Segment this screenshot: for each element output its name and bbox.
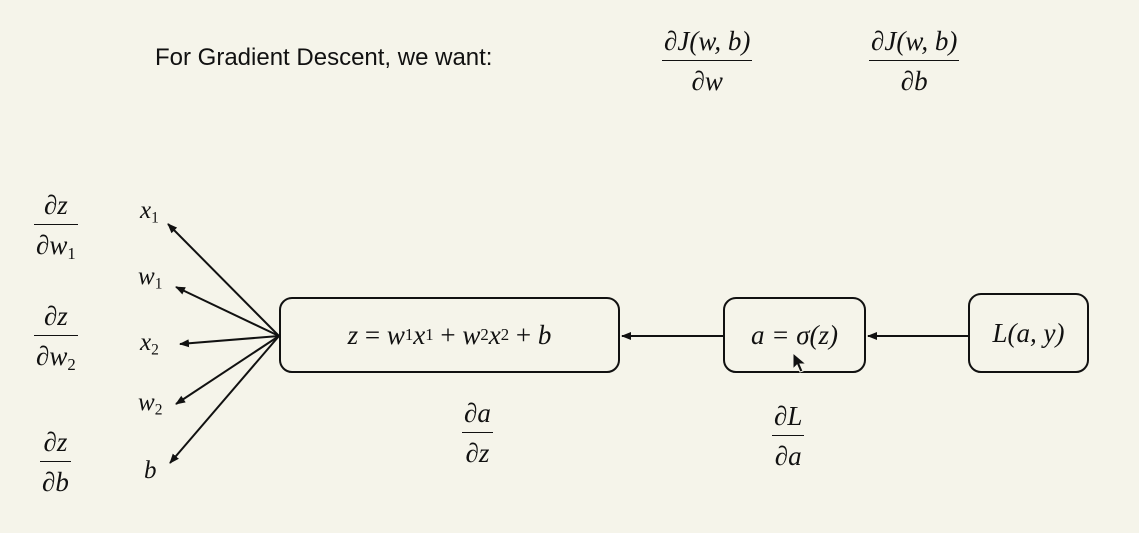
deriv-dz-dw2: ∂z∂w2 — [34, 301, 78, 375]
input-x2: x2 — [140, 329, 159, 359]
arrow-to-b — [169, 335, 280, 464]
target-dJ-db: ∂J(w, b)∂b — [869, 26, 960, 96]
mouse-cursor-icon — [792, 352, 808, 373]
node-loss: L(a, y) — [968, 293, 1089, 373]
arrow-to-x1 — [167, 223, 280, 337]
input-w2: w2 — [138, 389, 163, 419]
arrow-to-x2 — [179, 335, 280, 348]
target-dJ-dw: ∂J(w, b)∂w — [662, 26, 753, 96]
deriv-da-dz: ∂a∂z — [462, 398, 493, 468]
arrow-to-w2 — [175, 335, 280, 405]
input-w1: w1 — [138, 263, 163, 293]
node-a-sigmoid: a = σ(z) — [723, 297, 866, 373]
input-b: b — [144, 457, 157, 484]
deriv-dz-db: ∂z∂b — [40, 427, 71, 497]
deriv-dL-da: ∂L∂a — [772, 401, 805, 471]
deriv-dz-dw1: ∂z∂w1 — [34, 190, 78, 264]
page-heading: For Gradient Descent, we want: — [155, 44, 493, 71]
arrow-to-w1 — [175, 286, 280, 337]
input-x1: x1 — [140, 197, 159, 227]
